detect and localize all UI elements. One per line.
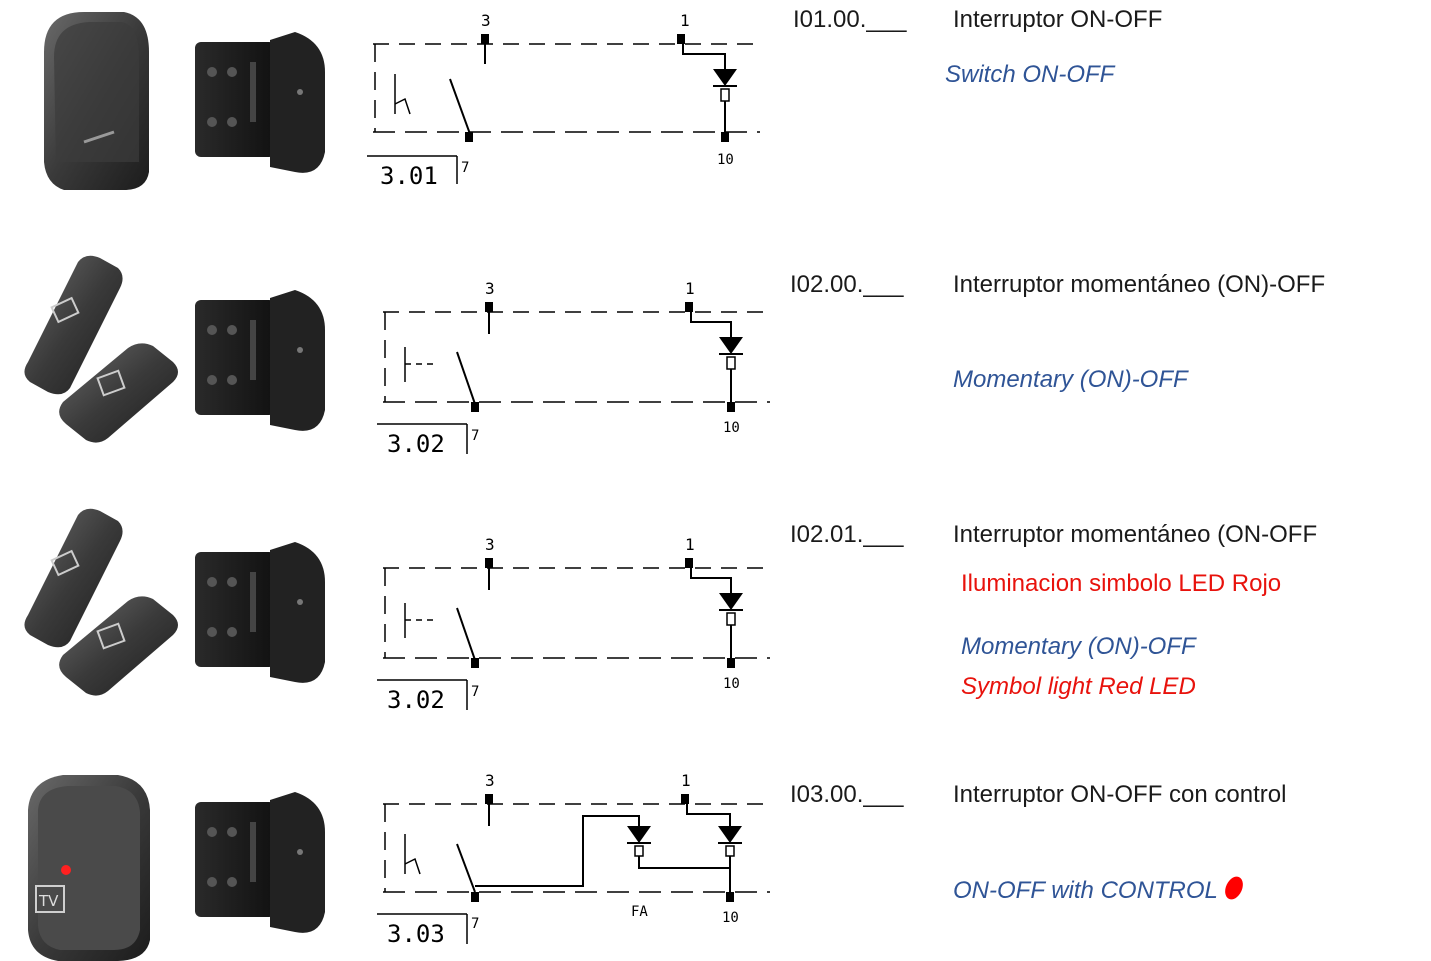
diagram-id: 3.03 — [387, 920, 445, 948]
circuit-diagram: 3.01 3 1 7 10 — [367, 11, 760, 190]
terminal-10-label: 10 — [723, 676, 740, 692]
red-led-dot-icon — [1221, 873, 1247, 903]
catalog-item-1: 3.01 3 1 7 10 I01.00.___ Interruptor ON-… — [0, 0, 1431, 200]
switch-photo-illuminated: TV — [28, 775, 150, 961]
diagram-id: 3.02 — [387, 686, 445, 714]
switch-side-view — [195, 792, 325, 933]
item-note-en: Symbol light Red LED — [961, 673, 1196, 700]
item-code: I03.00.___ — [790, 781, 904, 808]
tv-symbol-icon — [35, 885, 65, 913]
item-code: I01.00.___ — [793, 6, 907, 33]
terminal-10-label: 10 — [722, 910, 739, 926]
item-title-es: Interruptor momentáneo (ON-OFF — [953, 521, 1318, 548]
item-title-en: ON-OFF with CONTROL — [953, 877, 1218, 904]
switch-photo-pair — [24, 508, 179, 696]
terminal-3-label: 3 — [485, 535, 495, 554]
item-title-en: Momentary (ON)-OFF — [961, 633, 1196, 660]
terminal-3-label: 3 — [485, 279, 495, 298]
terminal-1-label: 1 — [685, 535, 695, 554]
terminal-7-label: 7 — [471, 684, 479, 700]
terminal-7-label: 7 — [471, 916, 479, 932]
circuit-diagram: FA 3.03 3 1 7 10 — [377, 771, 770, 948]
terminal-1-label: 1 — [680, 11, 690, 30]
item-title-es: Interruptor ON-OFF — [953, 6, 1163, 33]
terminal-1-label: 1 — [685, 279, 695, 298]
item-title-es: Interruptor momentáneo (ON)-OFF — [953, 271, 1326, 298]
item-title-en: Switch ON-OFF — [945, 61, 1115, 88]
item-code: I02.01.___ — [790, 521, 904, 548]
terminal-7-label: 7 — [461, 160, 469, 176]
fa-label: FA — [631, 904, 648, 920]
switch-photo-pair — [24, 255, 179, 443]
terminal-1-label: 1 — [681, 771, 691, 790]
switch-side-view — [195, 32, 325, 173]
item-title-en-row: ON-OFF with CONTROL — [953, 873, 1247, 905]
circuit-diagram: 3.02 3 1 7 10 — [377, 535, 770, 714]
switch-side-view — [195, 542, 325, 683]
svg-text:TV: TV — [38, 892, 59, 910]
diagram-id: 3.02 — [387, 430, 445, 458]
terminal-3-label: 3 — [485, 771, 495, 790]
circuit-diagram: 3.02 3 1 7 10 — [377, 279, 770, 458]
terminal-7-label: 7 — [471, 428, 479, 444]
status-led-icon — [61, 865, 71, 875]
catalog-item-2: 3.02 3 1 7 10 I02.00.___ Interruptor mom… — [0, 250, 1431, 460]
terminal-10-label: 10 — [723, 420, 740, 436]
diagram-id: 3.01 — [380, 162, 438, 190]
item-title-es: Interruptor ON-OFF con control — [953, 781, 1287, 808]
terminal-3-label: 3 — [481, 11, 491, 30]
catalog-item-4: TV FA 3.03 3 1 7 10 — [0, 760, 1431, 961]
item-note-es: Iluminacion simbolo LED Rojo — [961, 570, 1282, 597]
switch-photo — [44, 12, 149, 190]
item-code: I02.00.___ — [790, 271, 904, 298]
switch-side-view — [195, 290, 325, 431]
terminal-10-label: 10 — [717, 152, 734, 168]
item-title-en: Momentary (ON)-OFF — [953, 366, 1188, 393]
catalog-item-3: 3.02 3 1 7 10 I02.01.___ Interruptor mom… — [0, 500, 1431, 720]
